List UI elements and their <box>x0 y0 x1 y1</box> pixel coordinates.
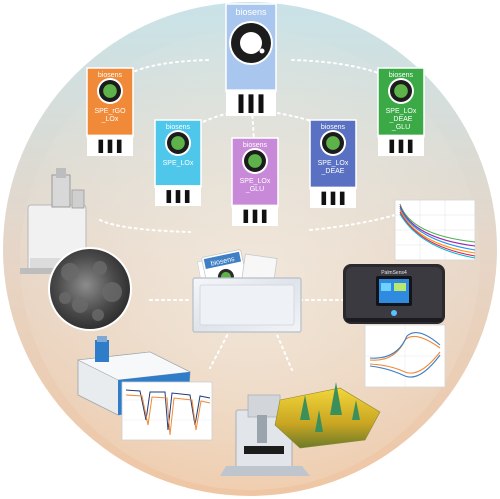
sensor-label-line: _GLU <box>245 186 264 193</box>
potentiostat-device: PalmSens4 <box>343 264 445 324</box>
sensor-contact-pin <box>321 191 327 205</box>
electrode-working <box>103 84 117 98</box>
sensor-contact-pin <box>389 139 395 153</box>
sensor-brand: biosens <box>321 124 346 131</box>
sensor-label-line: SPE_LOx <box>163 160 194 167</box>
sensor-contact-pin <box>116 139 122 153</box>
electrode-working <box>326 136 340 150</box>
sensor-brand: biosens <box>235 7 267 17</box>
sensor-brand: biosens <box>98 72 123 79</box>
potentiostat-brand: PalmSens4 <box>381 270 407 276</box>
ftir-spectrum-plot <box>121 381 213 441</box>
sensor-label-line: SPE_LOx <box>386 108 417 115</box>
sensor-label-line: SPE_LOx <box>318 160 349 167</box>
sensor-contact-pin <box>252 209 258 223</box>
sensor-label-line: _DEAE <box>321 168 345 175</box>
electrode-working <box>240 32 262 54</box>
sensor-contact-pin <box>398 139 404 153</box>
sensor-contact-pin <box>258 94 264 113</box>
surface-topography-map <box>274 382 381 449</box>
sensor-contact-pin <box>107 139 113 153</box>
sensor-brand: biosens <box>243 142 268 149</box>
electrode-working <box>171 136 185 150</box>
sensor-contact-pin <box>339 191 345 205</box>
sensor-contact-pin <box>248 94 254 113</box>
sensor-contact-pin <box>166 190 172 203</box>
sensor-label-line: _DEAE <box>389 116 413 123</box>
sensor-label-line: _GLU <box>391 124 410 131</box>
sensor-contact-pin <box>243 209 249 223</box>
sensor-label-line: SPE_LOx <box>240 178 271 185</box>
sealed-pouch: biosens <box>192 249 302 333</box>
sem-image <box>48 247 132 331</box>
electrode-reference <box>259 48 265 54</box>
pouch-card-brand: biosens <box>210 256 236 268</box>
amperometry-plot <box>394 199 476 261</box>
sensor-brand: biosens <box>389 72 414 79</box>
sensor-cards: biosensbiosensSPE_rGO_LOxbiosensSPE_LOxb… <box>86 3 425 226</box>
sensor-contact-pin <box>330 191 336 205</box>
sensor-label-line: SPE_rGO <box>94 108 126 115</box>
sensor-contact-pin <box>175 190 181 203</box>
cyclic-voltammetry-plot <box>364 324 446 388</box>
sensor-label-line: _LOx <box>101 116 119 123</box>
sensor-contact-pin <box>184 190 190 203</box>
sensor-brand: biosens <box>166 124 191 131</box>
sensor-contact-pin <box>98 139 104 153</box>
sensor-contact-pin <box>238 94 244 113</box>
sensor-card-main: biosens <box>225 3 277 116</box>
electrode-working <box>248 154 262 168</box>
electrode-working <box>394 84 408 98</box>
sensor-contact-pin <box>407 139 413 153</box>
sensor-contact-pin <box>261 209 267 223</box>
